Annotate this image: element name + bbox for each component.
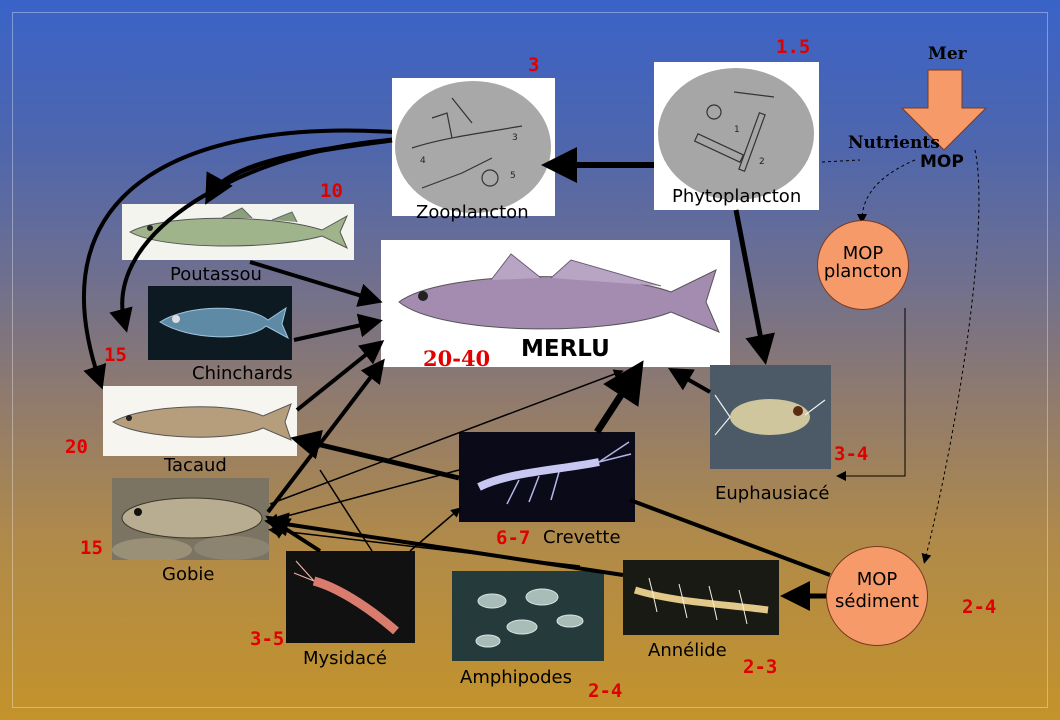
mop-sediment-line2: sédiment [827, 591, 927, 612]
nutrients-label: Nutrients [848, 133, 940, 153]
edge-chinchards-merlu [294, 322, 375, 340]
amphipodes-value: 2-4 [588, 680, 622, 702]
edge-mop-plancton [862, 160, 915, 220]
euphausiace-label: Euphausiacé [715, 483, 829, 504]
phytoplancton-value: 1.5 [776, 36, 810, 58]
annelide-label: Annélide [648, 640, 727, 661]
edge-euph-gobie [272, 470, 459, 520]
edge-zoo-tacaud [84, 131, 392, 382]
phytoplancton-label: Phytoplancton [672, 186, 801, 207]
edge-euph-merlu [675, 372, 710, 392]
zooplancton-label: Zooplancton [416, 202, 529, 223]
edge-phyto-euph [736, 210, 764, 355]
merlu-value: 20-40 [423, 346, 490, 371]
crevette-value: 6-7 [496, 527, 530, 549]
euphausiace-value: 3-4 [834, 443, 868, 465]
edge-nutrients-line [822, 160, 860, 162]
tacaud-value: 20 [65, 436, 88, 458]
gobie-label: Gobie [162, 564, 214, 585]
mer-label: Mer [928, 44, 967, 64]
poutassou-label: Poutassou [170, 264, 262, 285]
edge-tacaud-merlu [297, 345, 378, 410]
gobie-value: 15 [80, 537, 103, 559]
mop-plancton-circle: MOP plancton [817, 220, 909, 310]
tacaud-label: Tacaud [164, 455, 227, 476]
edge-crevette-merlu [597, 372, 636, 432]
crevette-label: Crevette [543, 527, 621, 548]
chinchards-label: Chinchards [192, 363, 293, 384]
mysidace-value: 3-5 [250, 628, 284, 650]
mop-sediment-line1: MOP [827, 569, 927, 590]
edge-zoo-poutassou [210, 140, 392, 196]
edge-mop-sed-crevette [630, 500, 830, 575]
poutassou-value: 10 [320, 180, 343, 202]
annelide-value: 2-3 [743, 656, 777, 678]
merlu-label: MERLU [521, 336, 610, 362]
zooplancton-value: 3 [528, 54, 539, 76]
mysidace-label: Mysidacé [303, 648, 387, 669]
mop-plancton-line2: plancton [818, 261, 908, 282]
amphipodes-label: Amphipodes [460, 667, 572, 688]
mop-sediment-circle: MOP sédiment [826, 546, 928, 646]
chinchards-value: 15 [104, 344, 127, 366]
edge-crevette-tacaud [300, 440, 459, 478]
mop-label: MOP [920, 152, 964, 172]
mop-sediment-value: 2-4 [962, 596, 996, 618]
edge-mysid-merlu [270, 372, 620, 551]
edge-poutassou-merlu [250, 262, 375, 300]
edge-mop-sediment [925, 150, 979, 560]
